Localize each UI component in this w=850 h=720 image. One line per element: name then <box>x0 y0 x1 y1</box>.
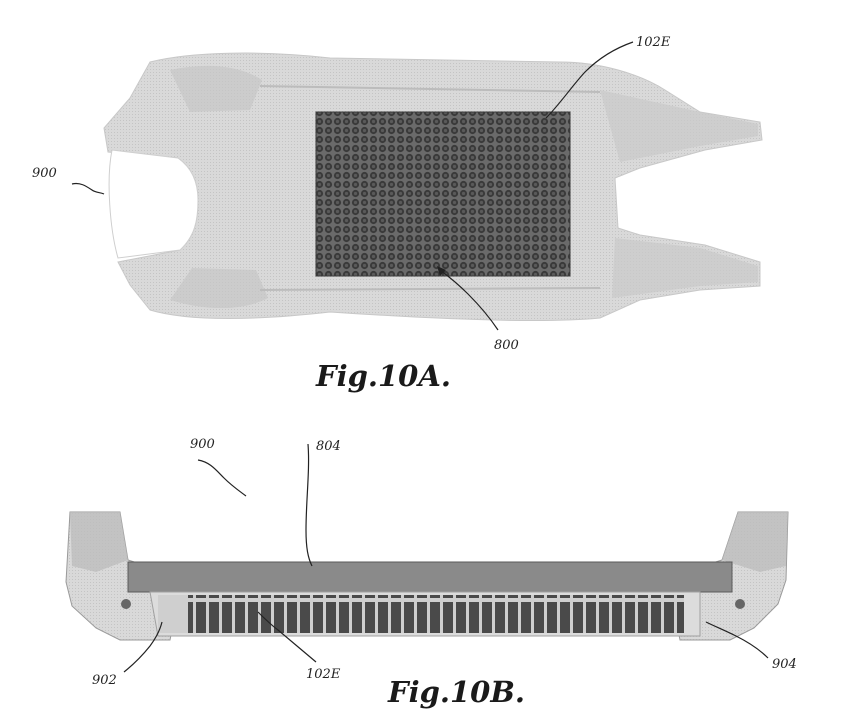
watermark: 车东西 <box>738 688 808 714</box>
rear-arch <box>170 268 268 309</box>
structural-plate-804 <box>127 561 733 593</box>
rear-frame-upper <box>600 90 758 162</box>
fig-10b: 900 804 902 102E 904 Fig.10B. <box>65 437 797 709</box>
right-fastener <box>735 599 745 609</box>
leader-800 <box>439 269 499 331</box>
label-804: 804 <box>316 439 341 454</box>
leader-804 <box>305 443 313 567</box>
leader-904 <box>705 621 769 659</box>
arrowhead-800 <box>437 266 446 276</box>
leader-900-b <box>197 459 247 497</box>
leader-900-a <box>71 182 105 195</box>
front-opening <box>108 149 199 259</box>
caption-fig-10a: Fig.10A. <box>315 359 451 393</box>
front-arch <box>170 65 262 112</box>
leader-102e-b <box>257 611 317 663</box>
left-fastener <box>121 599 131 609</box>
leader-902 <box>123 621 163 673</box>
leader-102e-a <box>545 41 634 119</box>
label-102e-b: 102E <box>306 667 341 682</box>
label-102e-a: 102E <box>636 35 671 50</box>
label-900-b: 900 <box>190 437 215 452</box>
right-pillar <box>722 512 788 572</box>
left-pillar <box>70 512 128 572</box>
label-800: 800 <box>494 338 519 353</box>
edge-fill-left <box>158 595 188 633</box>
caption-fig-10b: Fig.10B. <box>387 675 525 709</box>
label-902: 902 <box>92 673 117 688</box>
chassis-top-view <box>103 52 763 321</box>
sill-line-top <box>259 85 601 93</box>
rear-frame-lower <box>612 238 758 298</box>
battery-cell-array <box>315 111 571 277</box>
label-904: 904 <box>772 657 797 672</box>
cell-row-102e <box>188 595 684 633</box>
label-900-a: 900 <box>32 166 57 181</box>
sill-line-bottom <box>259 287 601 291</box>
cross-section <box>65 511 789 641</box>
fig-10a: 900 102E 800 Fig.10A. <box>32 35 763 393</box>
